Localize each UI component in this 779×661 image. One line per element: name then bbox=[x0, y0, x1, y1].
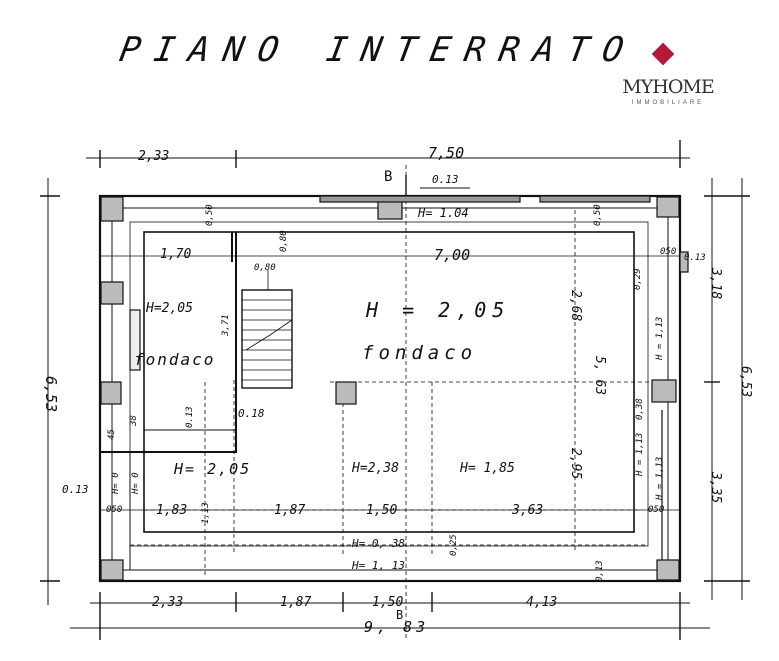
dim-371: 3,71 bbox=[221, 314, 231, 336]
height-238: H=2,38 bbox=[352, 461, 399, 476]
height-0-left: H= 0 bbox=[111, 472, 121, 494]
section-mark-b-bottom: B bbox=[396, 608, 404, 622]
column bbox=[100, 281, 124, 305]
dim-bottom-413: 4,13 bbox=[526, 595, 558, 610]
dim-013-b: 0.13 bbox=[185, 406, 195, 428]
height-113-r: H = 1,13 bbox=[655, 316, 665, 360]
dim-295: 2,95 bbox=[568, 448, 583, 480]
logo-sub-text: IMMOBILIARE bbox=[631, 100, 705, 106]
dim-018: 0.18 bbox=[238, 407, 265, 420]
dim-top-total: 7,50 bbox=[428, 144, 465, 162]
dim-183: 1,83 bbox=[156, 503, 188, 518]
height-0-left-2: H= 0 bbox=[131, 472, 141, 494]
dim-080-b: 0,80 bbox=[279, 230, 289, 252]
column bbox=[129, 309, 141, 371]
dim-150: 1,50 bbox=[366, 503, 398, 518]
dim-187: 1,87 bbox=[274, 503, 306, 518]
dim-050-tr: 050 bbox=[660, 247, 677, 257]
column bbox=[656, 559, 680, 581]
dim-563: 5, 63 bbox=[592, 356, 607, 396]
dim-013-top: 0.13 bbox=[432, 173, 459, 186]
dim-653-right: 6,53 bbox=[738, 366, 753, 398]
stairs bbox=[241, 289, 293, 389]
dim-050-bl: 050 bbox=[106, 505, 123, 515]
column bbox=[335, 381, 357, 405]
dim-38: 38 bbox=[129, 415, 139, 426]
dim-bottom-233: 2,33 bbox=[152, 595, 184, 610]
dim-050-r: 0,50 bbox=[593, 204, 603, 226]
height-205-left: H=2,05 bbox=[146, 301, 193, 316]
room-label-fondaco-left: fondaco bbox=[134, 350, 216, 369]
dim-013-v: 0,13 bbox=[595, 560, 605, 582]
dim-268: 2,68 bbox=[568, 290, 583, 322]
height-205-low: H= 2,05 bbox=[174, 460, 252, 478]
column bbox=[539, 195, 651, 203]
dim-080: 0,80 bbox=[254, 263, 276, 273]
dim-bottom-150: 1,50 bbox=[372, 595, 404, 610]
dim-45: 45 bbox=[107, 429, 117, 440]
column bbox=[100, 381, 122, 405]
dim-013-right: 0.13 bbox=[684, 253, 706, 263]
dim-700: 7,00 bbox=[434, 246, 471, 264]
height-113-r2: H = 1,13 bbox=[655, 456, 665, 500]
height-038: H= 0, 38 bbox=[352, 537, 405, 550]
section-mark-b-top: B bbox=[384, 169, 393, 185]
dim-013-left: 0.13 bbox=[62, 483, 89, 496]
column bbox=[100, 559, 124, 581]
column bbox=[100, 196, 124, 222]
dim-170: 1,70 bbox=[160, 247, 192, 262]
height-113-r3: H = 1,13 bbox=[635, 432, 645, 476]
dim-318: 3,18 bbox=[708, 268, 723, 300]
dim-top-left: 2,33 bbox=[138, 149, 170, 164]
dim-335: 3,35 bbox=[708, 472, 723, 504]
main-room-inner-edge bbox=[129, 221, 649, 547]
dim-050-a: 0,50 bbox=[205, 204, 215, 226]
dim-bottom-total: 9, 83 bbox=[364, 618, 430, 636]
dim-113-v: 1,13 bbox=[201, 502, 211, 524]
logo-brand-text: MYHOME bbox=[622, 76, 714, 98]
dim-050-br: 050 bbox=[648, 505, 665, 515]
dim-bottom-187: 1,87 bbox=[280, 595, 312, 610]
dim-025: 0,25 bbox=[449, 534, 459, 556]
myhome-logo: MYHOME IMMOBILIARE bbox=[608, 42, 728, 114]
height-185: H= 1,85 bbox=[460, 461, 515, 476]
height-104: H= 1.04 bbox=[418, 206, 469, 220]
column bbox=[656, 196, 680, 218]
column bbox=[319, 195, 521, 203]
column bbox=[679, 251, 689, 273]
dim-029: 0,29 bbox=[633, 268, 643, 290]
dim-653-left: 6,53 bbox=[42, 376, 60, 413]
left-room-wall bbox=[100, 232, 237, 453]
room-label-fondaco-main: fondaco bbox=[362, 342, 478, 364]
dim-038-r: 0,38 bbox=[635, 398, 645, 420]
height-205-main: H = 2,05 bbox=[366, 298, 511, 322]
dim-363: 3,63 bbox=[512, 503, 544, 518]
height-113: H= 1, 13 bbox=[352, 559, 405, 572]
column bbox=[651, 379, 677, 403]
